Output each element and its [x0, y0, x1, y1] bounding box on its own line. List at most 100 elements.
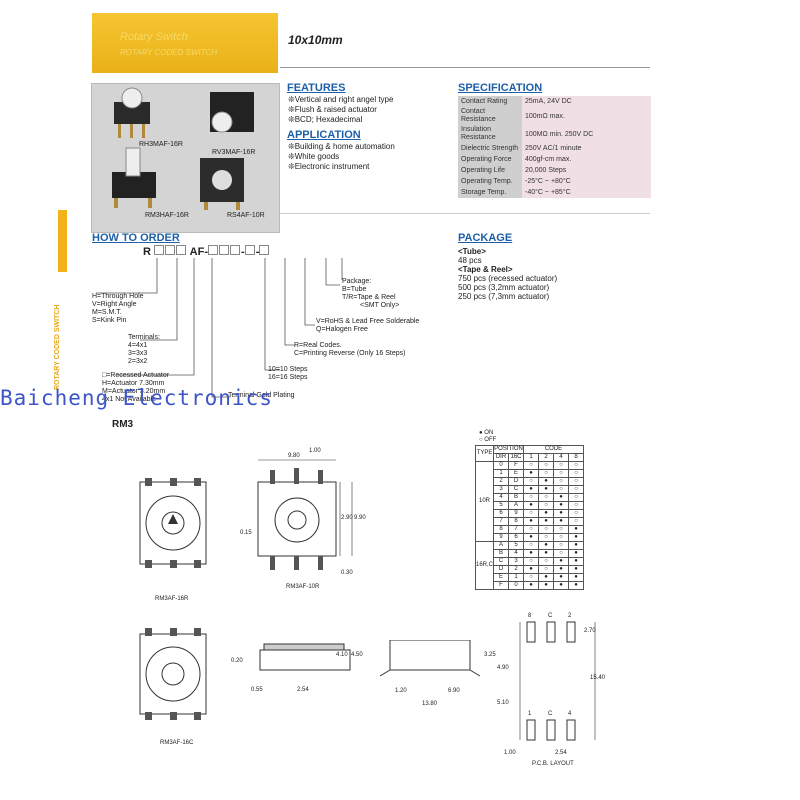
pcb-pin: 4	[568, 711, 572, 717]
position-header: POSITION	[493, 445, 525, 454]
code-on-dot: ●	[568, 533, 585, 542]
code-on-dot: ●	[568, 557, 585, 566]
position-16c-cell: 2	[508, 565, 525, 574]
order-box	[244, 245, 255, 255]
side-accent-bar	[58, 210, 67, 272]
note-line: R=Real Codes.	[294, 342, 342, 349]
code-off-dot: ○	[523, 573, 540, 582]
actuator-note: □=Recessed Actuator H=Actuator 7.30mm M=…	[102, 372, 169, 404]
legend-off: ○ OFF	[479, 437, 497, 443]
dim-label: 5.10	[497, 700, 509, 706]
code-off-dot: ○	[568, 509, 585, 518]
code-off-dot: ○	[568, 501, 585, 510]
code-off-dot: ○	[553, 477, 570, 486]
feature-item: ❊Flush & raised actuator	[288, 105, 377, 114]
code-on-dot: ●	[553, 517, 570, 526]
pcb-pin: C	[548, 613, 553, 619]
code-on-dot: ●	[553, 501, 570, 510]
code-off-dot: ○	[523, 541, 540, 550]
spec-key: Contact Rating	[458, 96, 522, 107]
note-line: 3=3x3	[128, 350, 148, 357]
divider	[280, 213, 650, 214]
code-off-dot: ○	[553, 469, 570, 478]
spec-row: Operating Temp.-25°C ~ +80°C	[458, 176, 651, 187]
code-off-dot: ○	[568, 517, 585, 526]
pcb-layout-drawing	[519, 621, 596, 741]
spec-value: -40°C ~ +85°C	[522, 187, 651, 198]
code-on-dot: ●	[568, 525, 585, 534]
code-on-dot: ●	[538, 573, 555, 582]
spec-key: Operating Force	[458, 154, 522, 165]
note-line: H=Through Hole	[92, 293, 144, 300]
type-cell: 10R	[474, 461, 495, 542]
position-16c-cell: 3	[508, 557, 525, 566]
switch-rs4af	[200, 158, 244, 210]
col-dir: DIR	[493, 453, 510, 462]
code-on-dot: ●	[538, 509, 555, 518]
code-off-dot: ○	[523, 525, 540, 534]
position-16c-cell: 4	[508, 549, 525, 558]
code-off-dot: ○	[553, 525, 570, 534]
note-line: M=S.M.T.	[92, 309, 122, 316]
code-off-dot: ○	[538, 565, 555, 574]
spec-key: Operating Life	[458, 165, 522, 176]
code-off-dot: ○	[538, 461, 555, 470]
dim-label: 9.80	[288, 453, 300, 459]
feature-item: ❊BCD; Hexadecimal	[288, 115, 363, 124]
switch-rh3maf	[114, 87, 150, 138]
col-2: 2	[538, 453, 555, 462]
position-16c-cell: F	[508, 461, 525, 470]
drawing-label: RM3AF-16R	[155, 596, 189, 602]
package-reel-label: <Tape & Reel>	[458, 265, 513, 274]
dim-label: 2.54	[297, 687, 309, 693]
note-line: S=Kink Pin	[92, 317, 127, 324]
code-on-dot: ●	[553, 565, 570, 574]
spec-value: 100mΩ max.	[522, 107, 651, 125]
position-dir-cell: B	[493, 549, 510, 558]
code-off-dot: ○	[568, 469, 585, 478]
order-code: R AF---	[143, 245, 270, 258]
code-off-dot: ○	[568, 477, 585, 486]
features-heading: FEATURES	[287, 82, 346, 94]
package-tube-qty: 48 pcs	[458, 256, 482, 265]
banner-title: Rotary Switch	[120, 31, 188, 43]
code-on-dot: ●	[553, 573, 570, 582]
type-header: TYPE	[474, 445, 495, 462]
code-on-dot: ●	[523, 533, 540, 542]
position-16c-cell: 9	[508, 509, 525, 518]
spec-key: Insulation Resistance	[458, 125, 522, 143]
product-photo-illustration	[112, 87, 254, 210]
side-label: ROTARY CODED SWITCH	[54, 304, 61, 390]
position-16c-cell: A	[508, 501, 525, 510]
caption-rs4af: RS4AF-10R	[227, 212, 265, 219]
position-16c-cell: 8	[508, 517, 525, 526]
note-line: □=Recessed Actuator	[102, 372, 170, 379]
code-on-dot: ●	[553, 581, 570, 590]
position-dir-cell: A	[493, 541, 510, 550]
note-line: Q=Halogen Free	[316, 326, 368, 333]
position-16c-cell: B	[508, 493, 525, 502]
dim-label: 0.55	[251, 687, 263, 693]
drawing-16r	[139, 478, 207, 568]
code-off-dot: ○	[568, 485, 585, 494]
code-off-dot: ○	[523, 477, 540, 486]
position-dir-cell: 9	[493, 533, 510, 542]
position-16c-cell: D	[508, 477, 525, 486]
spec-value: -25°C ~ +80°C	[522, 176, 651, 187]
position-16c-cell: 1	[508, 573, 525, 582]
position-dir-cell: 3	[493, 485, 510, 494]
package-note: Package: B=Tube T/R=Tape & Reel <SMT Onl…	[342, 278, 399, 310]
dim-label: 1.00	[309, 448, 321, 454]
code-off-dot: ○	[553, 533, 570, 542]
pcb-pin: 1	[528, 711, 532, 717]
col-16c: 16C	[508, 453, 525, 462]
caption-rv3maf: RV3MAF-16R	[212, 149, 256, 156]
position-16c-cell: 0	[508, 581, 525, 590]
code-off-dot: ○	[523, 509, 540, 518]
